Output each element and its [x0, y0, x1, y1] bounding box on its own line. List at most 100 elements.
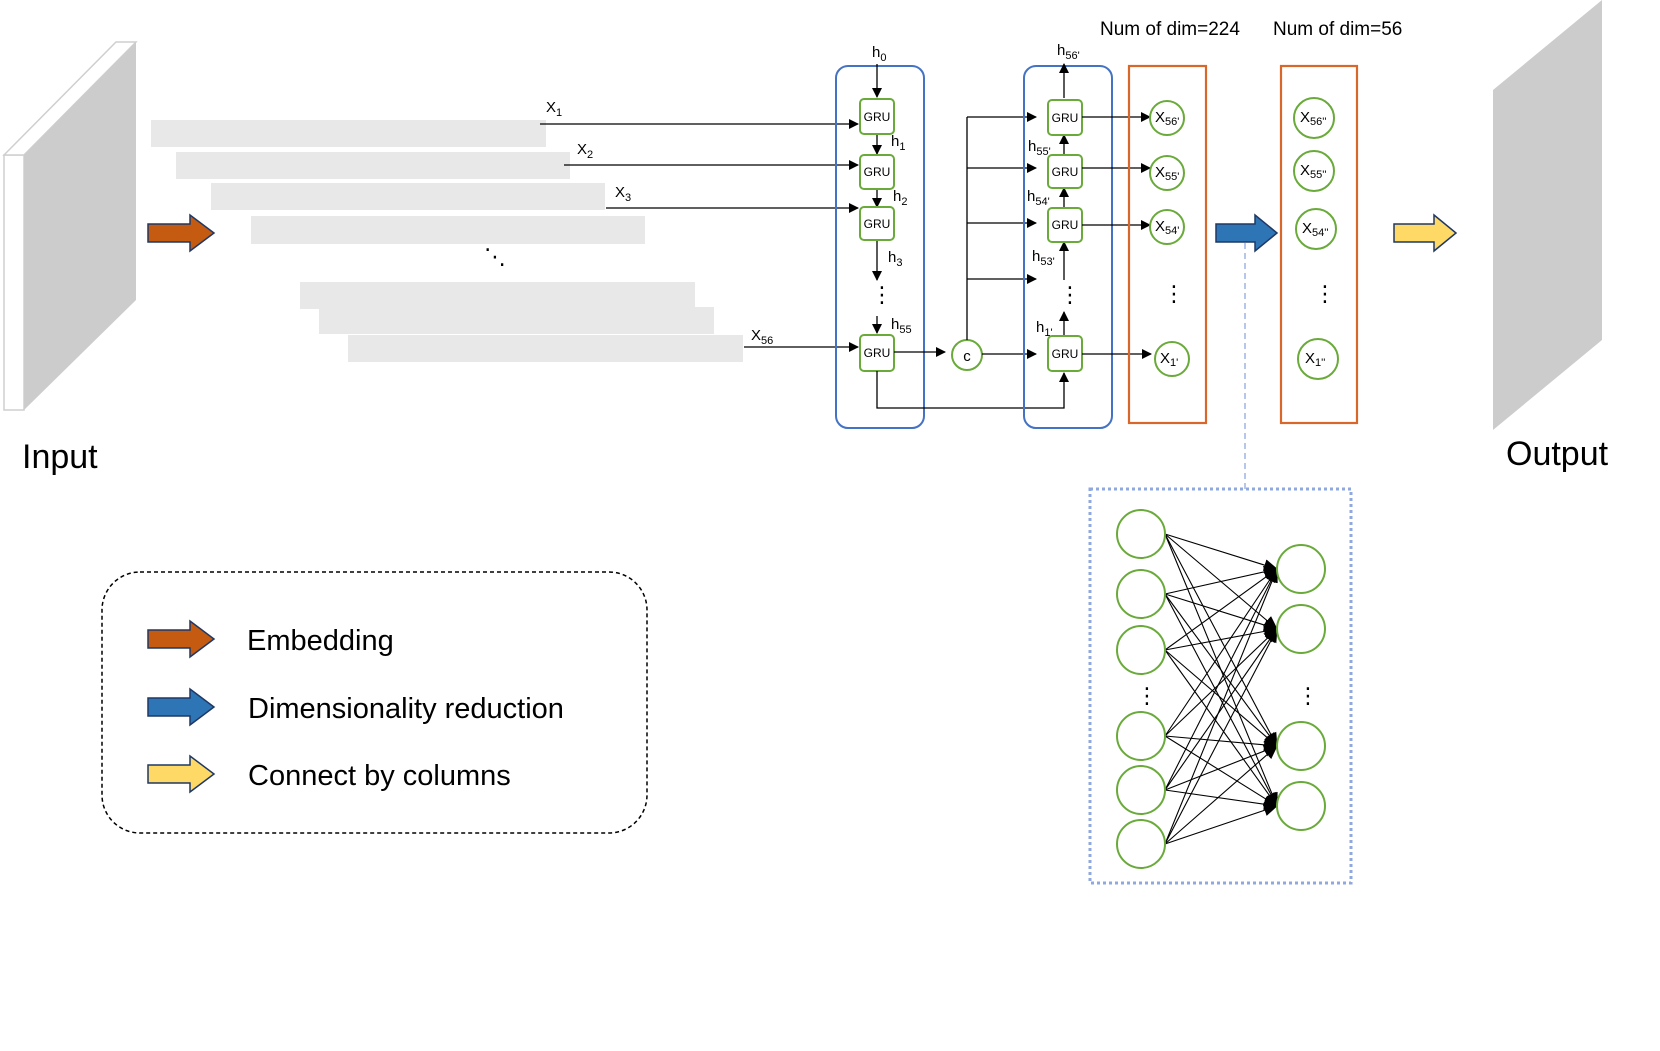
dense-edge [1164, 745, 1278, 845]
dense-input-nodes [1116, 509, 1166, 869]
h0-label: h0 [872, 44, 886, 64]
legend-swatch [147, 754, 216, 794]
dense-output-node [1276, 781, 1326, 831]
svg-text:GRU: GRU [864, 110, 891, 124]
embedding-row [348, 335, 743, 362]
dense-output-node [1276, 604, 1326, 654]
dense-edge [1164, 649, 1278, 807]
x3-label: X3 [615, 184, 631, 204]
dim56-box [1279, 64, 1359, 425]
dim224-ellipsis: ⋮ [1163, 282, 1185, 307]
dense-input-node [1116, 569, 1166, 619]
forward-gru-box [835, 65, 925, 429]
output-node-224: X54' [1149, 209, 1185, 245]
dense-edge [1164, 628, 1278, 737]
embedding-arrow [147, 213, 216, 253]
concat-node: c [951, 339, 983, 371]
svg-text:X56': X56' [1155, 109, 1179, 128]
gru-cell: GRU [859, 98, 895, 135]
x1-label: X1 [546, 99, 562, 119]
gru-cell: GRU [1047, 154, 1083, 189]
dense-output-node [1276, 544, 1326, 594]
dense-edge [1164, 533, 1278, 571]
dense-edge [1164, 593, 1278, 807]
embedding-row [300, 282, 695, 309]
svg-text:GRU: GRU [1052, 218, 1079, 232]
output-node-56: X1'' [1297, 338, 1339, 380]
dense-edge [1164, 735, 1278, 807]
svg-text:X55': X55' [1155, 164, 1179, 183]
dim224-label: Num of dim=224 [1100, 19, 1240, 40]
gru-cell: GRU [1047, 207, 1083, 243]
svg-text:GRU: GRU [1052, 347, 1079, 361]
legend-swatch [147, 619, 216, 659]
svg-text:GRU: GRU [1052, 111, 1079, 125]
output-label: Output [1506, 435, 1609, 473]
embedding-rows [151, 120, 743, 362]
forward-ellipsis: ⋮ [871, 283, 893, 308]
dense-layer-inset [1088, 487, 1353, 885]
legend-label: Embedding [247, 625, 394, 657]
h3-label: h3 [888, 249, 902, 269]
svg-text:X54'': X54'' [1302, 220, 1328, 239]
dim224-box [1127, 64, 1208, 425]
reduction-arrow [1215, 213, 1279, 253]
svg-text:GRU: GRU [1052, 165, 1079, 179]
dense-edge [1164, 568, 1278, 651]
gru-cell: GRU [859, 154, 895, 190]
dense-output-ellipsis: ⋮ [1297, 684, 1319, 709]
dense-input-node [1116, 819, 1166, 869]
output-node-56: X56'' [1293, 97, 1335, 139]
output-node-224: X55' [1149, 155, 1185, 191]
gru-cell: GRU [1047, 99, 1083, 136]
dense-input-node [1116, 711, 1166, 761]
input-slab [2, 41, 138, 411]
dense-output-node [1276, 721, 1326, 771]
dense-edge [1164, 568, 1278, 791]
dense-edge [1164, 568, 1278, 737]
h56p-label: h56' [1057, 42, 1080, 62]
output-node-56: X55'' [1293, 150, 1335, 192]
output-node-224: X56' [1149, 100, 1185, 136]
svg-text:X54': X54' [1155, 218, 1179, 237]
dense-edge [1164, 565, 1278, 595]
h1-label: h1 [891, 133, 905, 153]
rows-ellipsis: ⋱ [484, 245, 506, 270]
output-node-224: X1' [1154, 341, 1190, 377]
dense-output-nodes [1276, 544, 1326, 831]
svg-text:GRU: GRU [864, 346, 891, 360]
svg-text:X1': X1' [1160, 350, 1178, 369]
legend-label: Dimensionality reduction [248, 693, 564, 725]
dense-edge [1164, 745, 1278, 791]
dense-input-ellipsis: ⋮ [1136, 684, 1158, 709]
dense-edge [1164, 649, 1278, 747]
h55p-label: h55' [1028, 138, 1051, 158]
h2-label: h2 [893, 188, 907, 208]
dense-edge [1164, 804, 1278, 845]
gru-cell: GRU [1047, 335, 1083, 372]
dense-edges [1164, 533, 1278, 845]
output-node-56: X54'' [1295, 208, 1337, 250]
dim56-ellipsis: ⋮ [1314, 282, 1336, 307]
output-slab [1493, 0, 1602, 430]
svg-text:c: c [963, 348, 971, 365]
dense-edge [1164, 628, 1278, 845]
dense-edge [1164, 593, 1278, 747]
dim56-label: Num of dim=56 [1273, 19, 1402, 40]
legend-item-connect: Connect by columns [147, 754, 511, 794]
input-label: Input [22, 438, 98, 476]
embedding-row [176, 152, 570, 179]
legend-swatch [147, 687, 216, 727]
dense-edge [1164, 568, 1278, 845]
svg-text:X55'': X55'' [1300, 162, 1326, 181]
legend-label: Connect by columns [248, 760, 511, 792]
gru-cell: GRU [859, 206, 895, 241]
embedding-row [211, 183, 605, 210]
x56-label: X56 [751, 327, 773, 347]
dense-edge [1164, 789, 1278, 811]
backward-ellipsis: ⋮ [1059, 283, 1081, 308]
x2-label: X2 [577, 141, 593, 161]
embedding-row [151, 120, 546, 147]
h1p-label: h1' [1036, 319, 1053, 339]
